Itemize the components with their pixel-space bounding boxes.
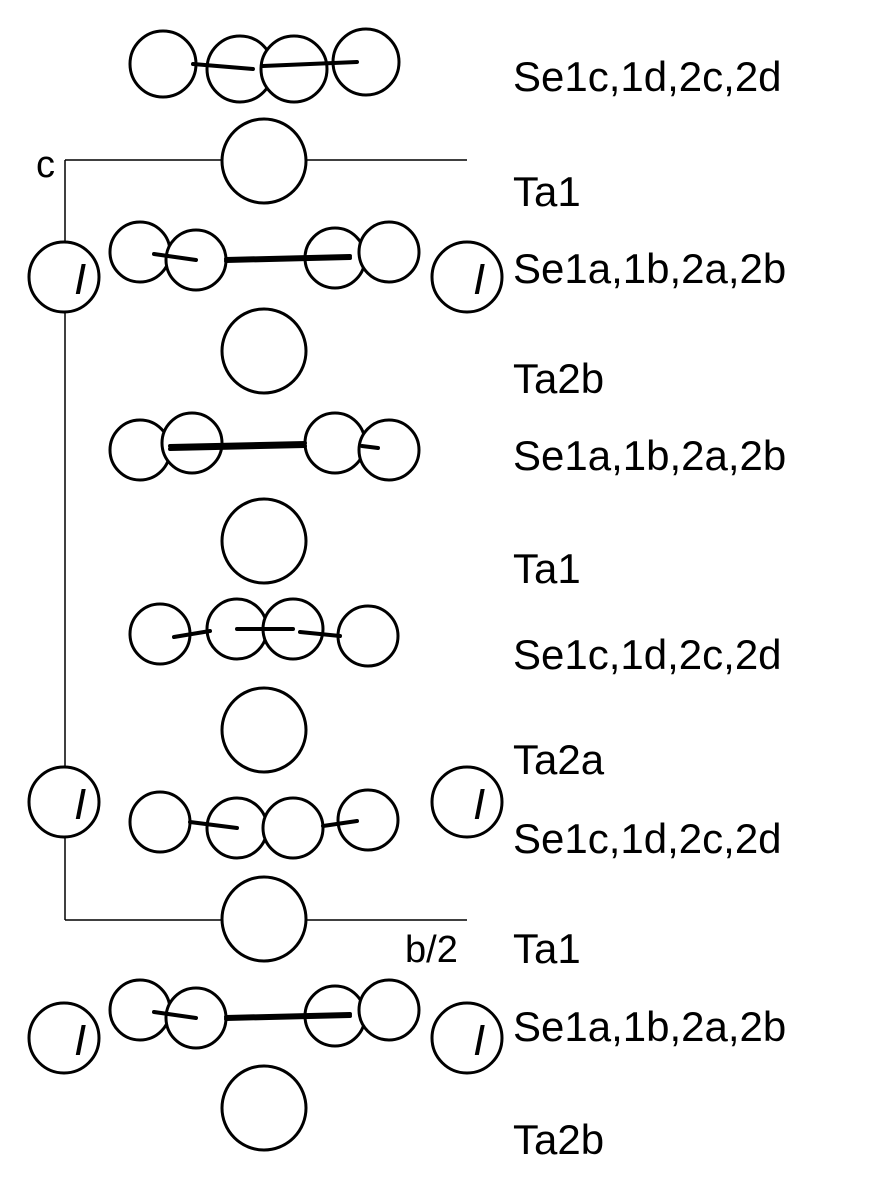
se-layer-row-3 <box>108 220 421 292</box>
iodine-symbol: I <box>74 780 86 829</box>
layer-label: Se1c,1d,2c,2d <box>513 815 782 862</box>
se-atom <box>357 978 421 1042</box>
se-bond <box>152 1010 198 1020</box>
se-bond <box>188 820 239 830</box>
layer-label: Se1a,1b,2a,2b <box>513 432 786 479</box>
ta-atom <box>220 307 308 395</box>
layer-label: Ta1 <box>513 925 581 972</box>
se-layer-row-9 <box>128 788 400 860</box>
iodine-symbol: I <box>473 255 485 304</box>
se-bond <box>298 630 342 638</box>
ta-atom <box>220 497 308 585</box>
ta-atom <box>220 875 308 963</box>
iodine-atom <box>430 240 504 314</box>
layer-label: Ta2b <box>513 355 604 402</box>
se-layer-row-1 <box>128 27 401 104</box>
layer-label: Se1a,1b,2a,2b <box>513 245 786 292</box>
se-atom <box>336 604 400 668</box>
se-bond <box>261 60 359 68</box>
se-atom <box>128 790 192 854</box>
layer-label: Ta2b <box>513 1116 604 1163</box>
iodine-symbol: I <box>473 1016 485 1065</box>
se-layer-row-11 <box>108 978 421 1050</box>
layer-label: Ta1 <box>513 168 581 215</box>
iodine-symbol: I <box>74 1016 86 1065</box>
se-bond <box>360 444 380 450</box>
se-atom <box>108 418 172 482</box>
se-bond <box>172 629 212 639</box>
se-atom <box>303 411 367 475</box>
layer-label: Ta2a <box>513 736 605 783</box>
layer-label: Se1c,1d,2c,2d <box>513 631 782 678</box>
se-atom <box>108 220 172 284</box>
se-atom <box>261 796 325 860</box>
se-atom <box>128 29 198 99</box>
se-atom <box>160 411 224 475</box>
layer-label: Se1a,1b,2a,2b <box>513 1003 786 1050</box>
iodine-atom <box>27 1001 101 1075</box>
iodine-symbol: I <box>74 255 86 304</box>
se-bond <box>224 1014 352 1021</box>
se-bond <box>168 441 307 448</box>
layer-label: Se1c,1d,2c,2d <box>513 53 782 100</box>
layer-labels: Se1c,1d,2c,2d Ta1 Se1a,1b,2a,2b Ta2b Se1… <box>513 53 786 1163</box>
ta-atom <box>220 686 308 774</box>
se-atom <box>336 788 400 852</box>
se-atom <box>108 978 172 1042</box>
layer-label: Ta1 <box>513 545 581 592</box>
se-bond <box>152 252 198 262</box>
b-axis-label: b/2 <box>405 929 458 971</box>
se-layer-row-7 <box>128 597 400 668</box>
se-atom <box>357 220 421 284</box>
se-bond <box>224 256 352 263</box>
se-bond <box>168 444 307 451</box>
iodine-atom <box>430 765 504 839</box>
se-bond <box>191 62 255 71</box>
se-layer-row-5 <box>108 411 421 482</box>
iodine-symbol: I <box>473 780 485 829</box>
iodine-atom <box>27 240 101 314</box>
se-atom <box>259 34 329 104</box>
iodine-atom <box>430 1001 504 1075</box>
se-bond <box>321 819 359 828</box>
se-atom <box>357 418 421 482</box>
ta-atom <box>220 1064 308 1152</box>
ta-atom <box>220 117 308 205</box>
iodine-atom <box>27 765 101 839</box>
c-axis-label: c <box>36 144 55 186</box>
